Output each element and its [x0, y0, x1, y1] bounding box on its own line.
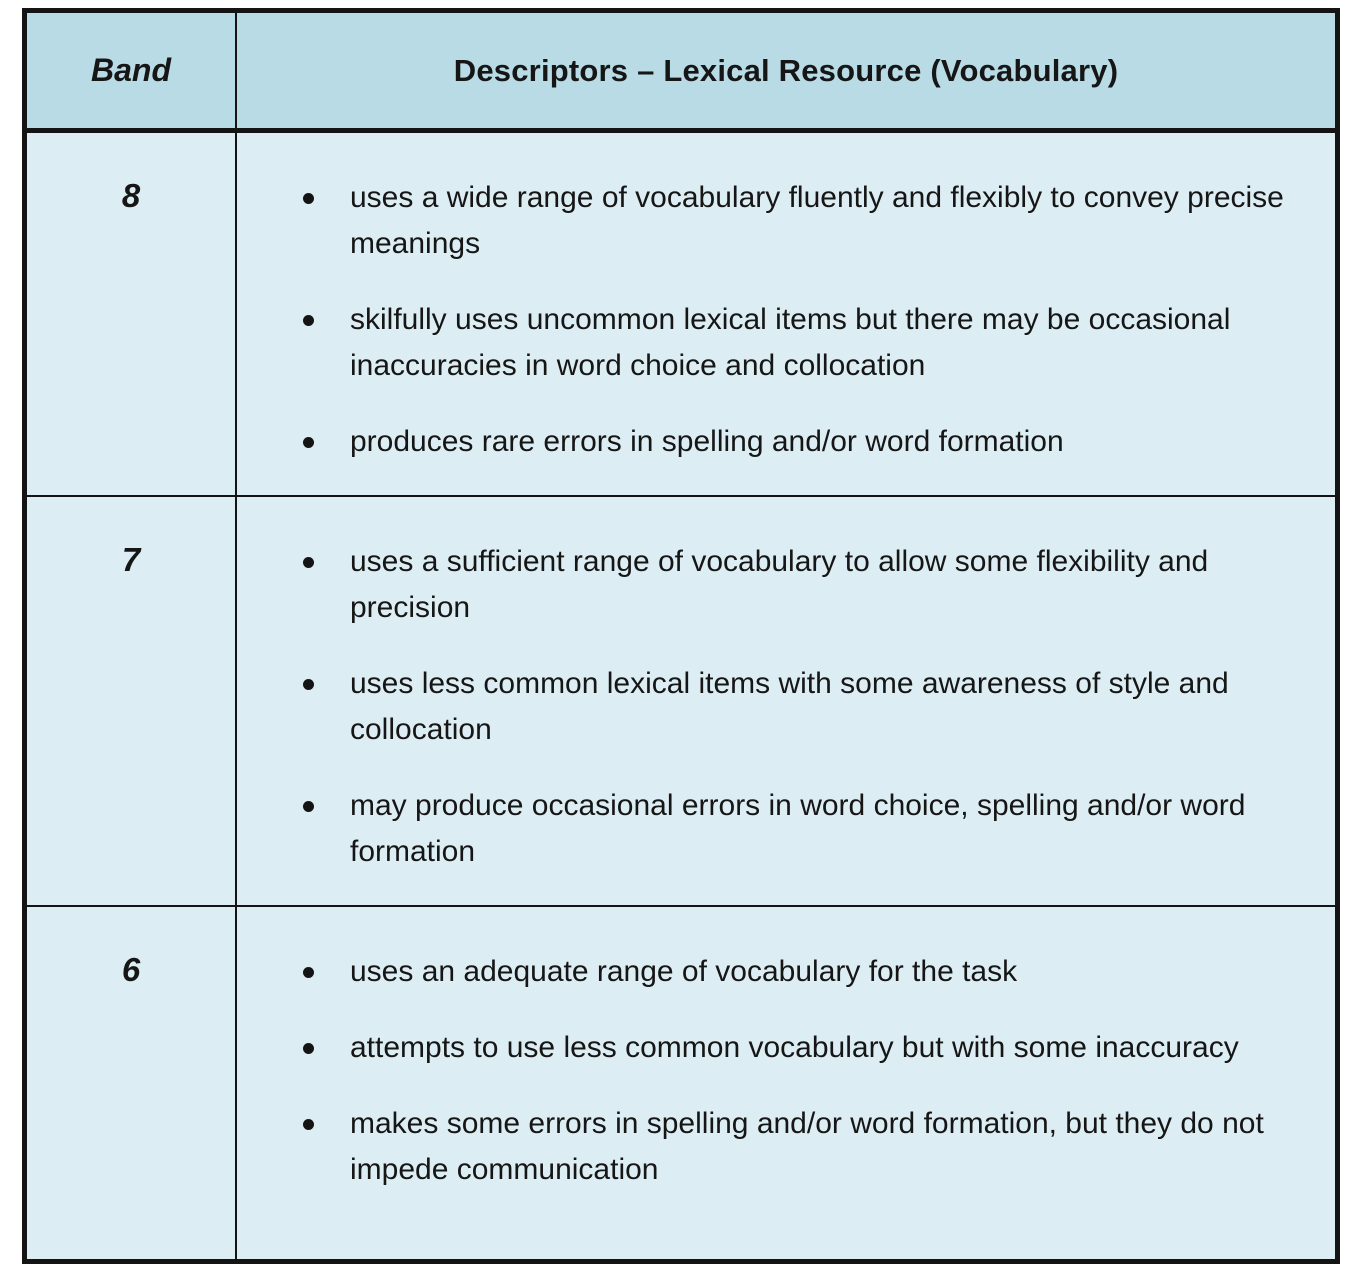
band-column-header: Band — [27, 13, 237, 128]
list-item: uses a sufficient range of vocabulary to… — [237, 539, 1295, 631]
bullet-icon — [303, 193, 314, 204]
list-item: uses a wide range of vocabulary fluently… — [237, 175, 1295, 267]
table-row-band-6: 6 uses an adequate range of vocabulary f… — [27, 907, 1335, 1259]
band-number: 6 — [121, 951, 141, 988]
descriptors-cell: uses a wide range of vocabulary fluently… — [237, 133, 1335, 495]
descriptor-list: uses a wide range of vocabulary fluently… — [237, 133, 1335, 495]
table-row-band-7: 7 uses a sufficient range of vocabulary … — [27, 497, 1335, 907]
bullet-icon — [303, 557, 314, 568]
list-item: attempts to use less common vocabulary b… — [237, 1025, 1295, 1071]
descriptor-text: attempts to use less common vocabulary b… — [350, 1031, 1239, 1064]
bullet-icon — [303, 679, 314, 690]
descriptor-text: uses a wide range of vocabulary fluently… — [350, 181, 1284, 260]
list-item: makes some errors in spelling and/or wor… — [237, 1101, 1295, 1193]
list-item: skilfully uses uncommon lexical items bu… — [237, 297, 1295, 389]
descriptor-text: uses less common lexical items with some… — [350, 667, 1229, 746]
bullet-icon — [303, 315, 314, 326]
bullet-icon — [303, 437, 314, 448]
descriptor-text: uses an adequate range of vocabulary for… — [350, 955, 1018, 988]
descriptors-cell: uses a sufficient range of vocabulary to… — [237, 497, 1335, 905]
descriptors-cell: uses an adequate range of vocabulary for… — [237, 907, 1335, 1259]
descriptor-text: skilfully uses uncommon lexical items bu… — [350, 303, 1231, 382]
table-row-band-8: 8 uses a wide range of vocabulary fluent… — [27, 133, 1335, 497]
table-header-row: Band Descriptors – Lexical Resource (Voc… — [27, 13, 1335, 133]
list-item: uses less common lexical items with some… — [237, 661, 1295, 753]
band-descriptor-table: Band Descriptors – Lexical Resource (Voc… — [22, 8, 1340, 1264]
list-item: produces rare errors in spelling and/or … — [237, 419, 1295, 465]
band-cell: 6 — [27, 907, 237, 1259]
bullet-icon — [303, 1043, 314, 1054]
band-cell: 8 — [27, 133, 237, 495]
descriptor-text: may produce occasional errors in word ch… — [350, 789, 1246, 868]
descriptors-column-header: Descriptors – Lexical Resource (Vocabula… — [453, 52, 1119, 88]
band-number: 7 — [121, 541, 141, 578]
descriptor-list: uses an adequate range of vocabulary for… — [237, 907, 1335, 1223]
bullet-icon — [303, 967, 314, 978]
descriptor-text: uses a sufficient range of vocabulary to… — [350, 545, 1209, 624]
descriptor-text: produces rare errors in spelling and/or … — [350, 425, 1064, 458]
list-item: uses an adequate range of vocabulary for… — [237, 949, 1295, 995]
descriptor-list: uses a sufficient range of vocabulary to… — [237, 497, 1335, 905]
list-item: may produce occasional errors in word ch… — [237, 783, 1295, 875]
bullet-icon — [303, 801, 314, 812]
band-number: 8 — [121, 177, 141, 214]
band-cell: 7 — [27, 497, 237, 905]
bullet-icon — [303, 1119, 314, 1130]
descriptor-text: makes some errors in spelling and/or wor… — [350, 1107, 1264, 1186]
